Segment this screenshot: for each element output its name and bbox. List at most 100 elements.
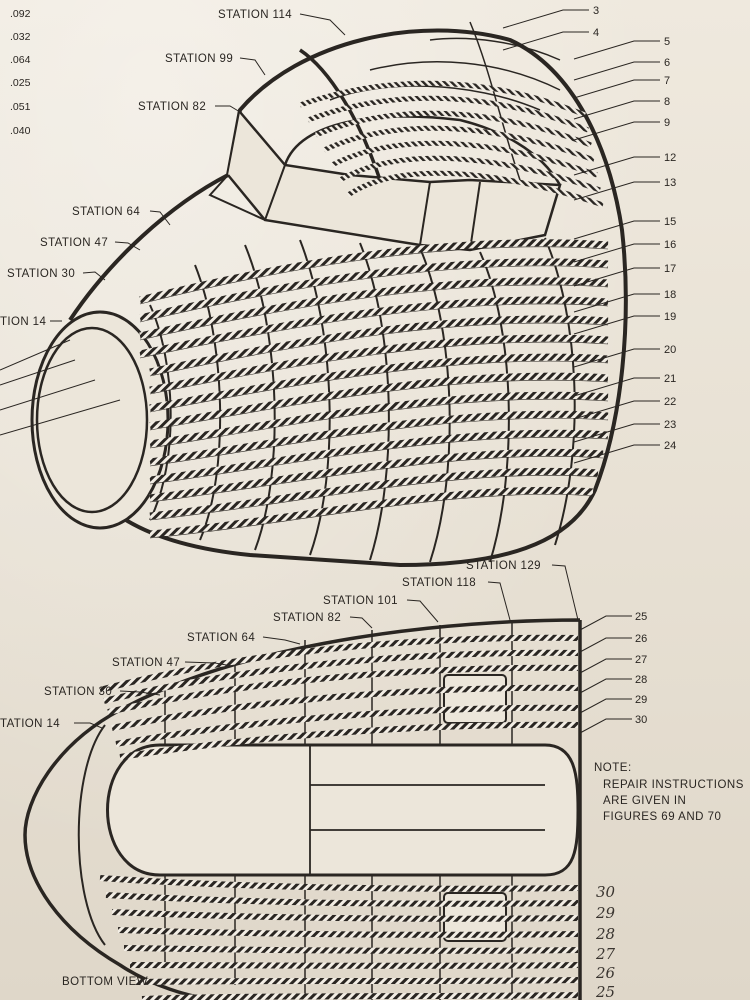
callout-15: 15 xyxy=(573,216,676,240)
top-isometric-view xyxy=(30,21,628,568)
gauge-value: .025 xyxy=(10,77,31,89)
hatched-stringer xyxy=(149,372,609,430)
station-label: STATION 30 xyxy=(44,686,112,698)
note-heading: NOTE: xyxy=(594,762,632,774)
hatched-stringer xyxy=(149,448,604,502)
bottom-view-caption: BOTTOM VIEW xyxy=(62,976,148,988)
hatched-stringer xyxy=(135,977,579,985)
svg-text:15: 15 xyxy=(664,216,676,228)
station-label: TATION 14 xyxy=(0,718,60,730)
svg-text:3: 3 xyxy=(593,5,599,17)
handwritten-number: 29 xyxy=(595,904,616,922)
bottom-station-leaders xyxy=(74,564,579,729)
station-label: STATION 82 xyxy=(273,612,341,624)
station-label: STATION 99 xyxy=(165,53,233,65)
callout-22: 22 xyxy=(573,396,676,420)
hatched-stringer xyxy=(149,486,594,538)
station-label: STATION 114 xyxy=(218,9,292,21)
svg-text:9: 9 xyxy=(664,117,670,129)
handwritten-number: 27 xyxy=(595,945,616,963)
svg-text:12: 12 xyxy=(664,152,676,164)
hatched-stringer xyxy=(99,634,579,693)
station-label: STATION 64 xyxy=(187,632,255,644)
bottom-stringers xyxy=(99,634,579,1000)
callout-20: 20 xyxy=(573,344,676,368)
handwritten-number: 25 xyxy=(595,983,615,1000)
svg-text:8: 8 xyxy=(664,96,670,108)
callout-29: 29 xyxy=(579,694,647,714)
hatched-stringer xyxy=(123,945,579,954)
callout-9: 9 xyxy=(573,117,670,141)
gauge-value: .051 xyxy=(10,101,31,113)
svg-text:24: 24 xyxy=(664,440,676,452)
repair-note: NOTE: REPAIR INSTRUCTIONS ARE GIVEN IN F… xyxy=(594,762,743,823)
hatched-stringer xyxy=(139,239,609,304)
hatched-stringer xyxy=(107,664,579,715)
svg-text:23: 23 xyxy=(664,419,676,431)
callout-13: 13 xyxy=(573,177,676,201)
gauge-value: .064 xyxy=(10,54,31,66)
svg-text:27: 27 xyxy=(635,654,647,666)
gauge-list: .092 .032 .064 .025 .051 .040 xyxy=(10,8,31,137)
svg-text:13: 13 xyxy=(664,177,676,189)
top-stringers xyxy=(139,80,609,539)
svg-text:22: 22 xyxy=(664,396,676,408)
callout-7: 7 xyxy=(573,75,670,99)
svg-text:17: 17 xyxy=(664,263,676,275)
access-panel xyxy=(443,674,507,724)
svg-text:18: 18 xyxy=(664,289,676,301)
callout-8: 8 xyxy=(573,96,670,120)
svg-text:25: 25 xyxy=(635,611,647,623)
hatched-stringer xyxy=(139,258,609,322)
hatched-stringer xyxy=(149,315,609,376)
callout-27: 27 xyxy=(579,654,647,674)
hatched-stringer xyxy=(139,277,609,340)
callout-6: 6 xyxy=(573,57,670,81)
station-label: STATION 82 xyxy=(138,101,206,113)
station-label: STATION 47 xyxy=(40,237,108,249)
hatched-stringer xyxy=(149,410,609,466)
hatched-stringer xyxy=(330,140,598,178)
hatched-stringer xyxy=(139,296,609,358)
bottom-shell-outline xyxy=(23,618,582,1000)
hatched-stringer xyxy=(149,391,609,448)
callout-4: 4 xyxy=(502,27,599,51)
hatched-stringer xyxy=(119,721,579,760)
handwritten-number: 28 xyxy=(595,925,615,943)
callout-30: 30 xyxy=(579,714,647,734)
hatched-stringer xyxy=(346,170,604,208)
callout-21: 21 xyxy=(573,373,676,397)
svg-text:19: 19 xyxy=(664,311,676,323)
svg-text:29: 29 xyxy=(635,694,647,706)
svg-text:7: 7 xyxy=(664,75,670,87)
handwritten-annotations: 30 29 28 27 26 25 xyxy=(595,883,616,1000)
top-station-leaders xyxy=(0,13,346,436)
station-label: STATION 129 xyxy=(466,560,541,572)
svg-text:6: 6 xyxy=(664,57,670,69)
hatched-stringer xyxy=(103,649,579,704)
callout-25: 25 xyxy=(579,611,647,631)
bottom-cutout xyxy=(106,743,580,877)
top-station-labels: STATION 114 STATION 99 STATION 82 STATIO… xyxy=(0,9,292,328)
hatched-stringer xyxy=(111,684,579,731)
hatched-stringer xyxy=(315,110,592,148)
svg-text:21: 21 xyxy=(664,373,676,385)
station-label: STATION 30 xyxy=(7,268,75,280)
hatched-stringer xyxy=(117,927,579,938)
gauge-value: .040 xyxy=(10,125,31,137)
svg-text:20: 20 xyxy=(664,344,676,356)
callout-3: 3 xyxy=(502,5,599,29)
callout-5: 5 xyxy=(573,36,670,60)
hatched-stringer xyxy=(149,429,609,484)
hatched-stringer xyxy=(149,334,609,394)
svg-text:4: 4 xyxy=(593,27,599,39)
callout-19: 19 xyxy=(573,311,676,335)
callout-24: 24 xyxy=(573,440,676,464)
callout-17: 17 xyxy=(573,263,676,287)
svg-text:28: 28 xyxy=(635,674,647,686)
hatched-stringer xyxy=(141,992,579,1000)
callout-26: 26 xyxy=(579,633,647,653)
callout-16: 16 xyxy=(573,239,676,263)
